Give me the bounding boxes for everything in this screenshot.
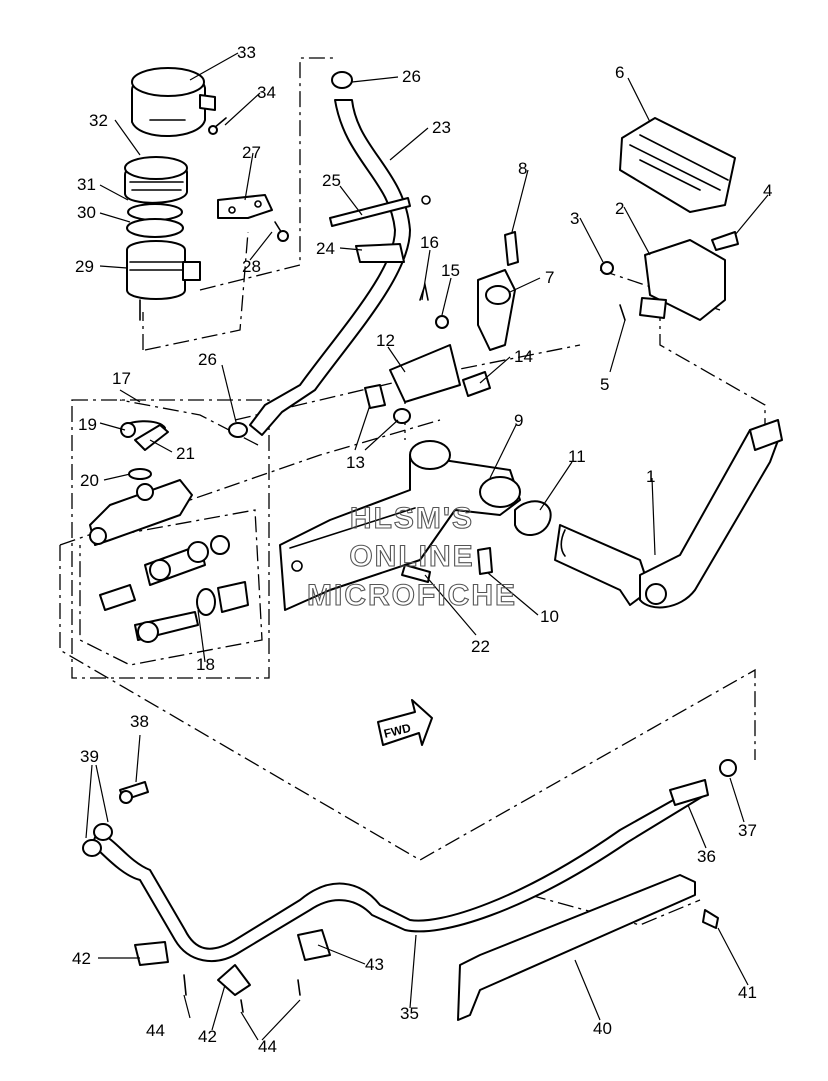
master-cylinder [89, 420, 249, 643]
callout-38: 38 [130, 712, 149, 731]
fwd-arrow: FWD [377, 699, 433, 746]
callout-28: 28 [242, 257, 261, 276]
reservoir-assembly [124, 67, 289, 321]
callout-25: 25 [322, 171, 341, 190]
callout-44-bottom: 44 [258, 1037, 277, 1056]
callout-22: 22 [471, 637, 490, 656]
callout-14: 14 [514, 347, 533, 366]
callout-26-left: 26 [198, 350, 217, 369]
watermark-line-3: MICROFICHE [307, 579, 517, 612]
callout-7: 7 [545, 268, 554, 287]
brake-pedal [554, 117, 783, 609]
callout-23: 23 [432, 118, 451, 137]
callout-40: 40 [593, 1019, 612, 1038]
callout-29: 29 [75, 257, 94, 276]
callout-2: 2 [615, 199, 624, 218]
callout-24: 24 [316, 239, 335, 258]
callout-9: 9 [514, 411, 523, 430]
callout-33: 33 [237, 43, 256, 62]
callout-39: 39 [80, 747, 99, 766]
callout-20: 20 [80, 471, 99, 490]
brake-hose [82, 759, 737, 1021]
callout-42-bottom: 42 [198, 1027, 217, 1046]
callout-36: 36 [697, 847, 716, 866]
callout-10: 10 [540, 607, 559, 626]
reservoir-hose [228, 71, 431, 438]
leader-lines [85, 52, 769, 1041]
callout-8: 8 [518, 159, 527, 178]
callout-4: 4 [763, 181, 772, 200]
callout-6: 6 [615, 63, 624, 82]
pedal-bracket [279, 440, 552, 611]
callout-32: 32 [89, 111, 108, 130]
callout-42-left: 42 [72, 949, 91, 968]
callout-41: 41 [738, 983, 757, 1002]
callout-12: 12 [376, 331, 395, 350]
callout-18: 18 [196, 655, 215, 674]
callout-1: 1 [646, 467, 655, 486]
callout-35: 35 [400, 1004, 419, 1023]
callout-11: 11 [568, 447, 586, 466]
callout-3: 3 [570, 209, 579, 228]
watermark: HLSM'S ONLINE MICROFICHE [306, 501, 517, 612]
callout-5: 5 [600, 375, 609, 394]
callout-30: 30 [77, 203, 96, 222]
callout-13: 13 [346, 453, 365, 472]
callout-19: 19 [78, 415, 97, 434]
callout-21: 21 [176, 444, 195, 463]
clevis-assembly [364, 231, 519, 424]
watermark-line-1: HLSM'S [350, 502, 474, 535]
callout-15: 15 [441, 261, 460, 280]
callout-16: 16 [420, 233, 439, 252]
callout-27: 27 [242, 143, 261, 162]
callout-44-left: 44 [146, 1021, 165, 1040]
fwd-label: FWD [382, 721, 412, 741]
callout-43: 43 [365, 955, 384, 974]
callout-34: 34 [257, 83, 276, 102]
callout-26-top: 26 [402, 67, 421, 86]
callout-numbers: 33 34 32 31 30 29 27 28 26 23 25 24 26 8… [72, 43, 772, 1056]
callout-37: 37 [738, 821, 757, 840]
watermark-line-2: ONLINE [349, 540, 474, 573]
callout-31: 31 [77, 175, 96, 194]
callout-17: 17 [112, 369, 131, 388]
